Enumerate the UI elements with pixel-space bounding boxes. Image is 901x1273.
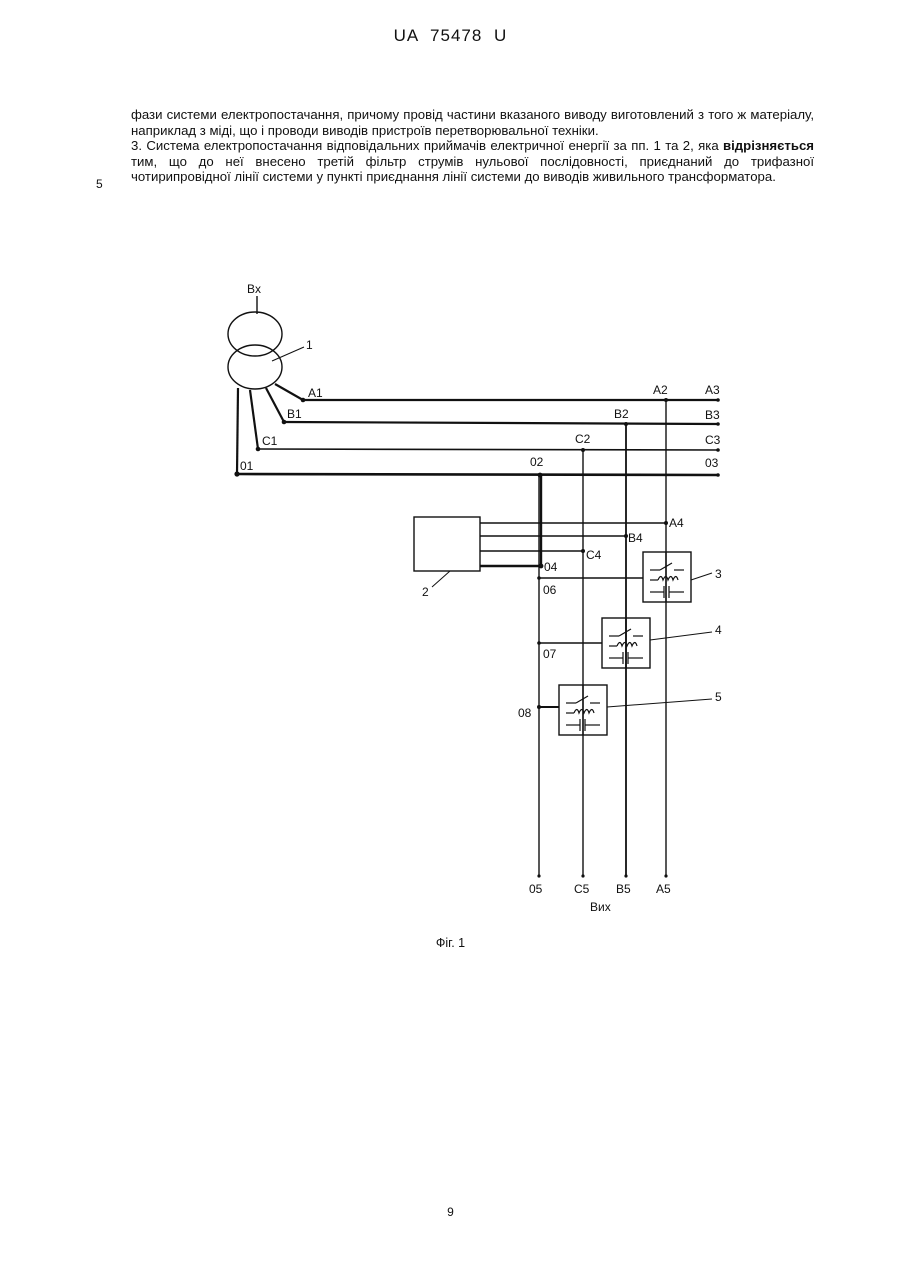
label-bx: Bx [247,282,261,296]
label-5: 5 [715,690,722,704]
label-b2: B2 [614,407,629,421]
label-04: 04 [544,560,558,574]
label-a4: A4 [669,516,684,530]
page-number: 9 [0,1205,901,1219]
label-01: 01 [240,459,254,473]
label-c2: C2 [575,432,591,446]
label-b3: B3 [705,408,720,422]
label-a1: A1 [308,386,323,400]
label-c5: C5 [574,882,590,896]
label-4: 4 [715,623,722,637]
filter-3-symbols [650,563,684,598]
label-08: 08 [518,706,532,720]
label-a2: A2 [653,383,668,397]
transformer-secondary-coil [228,345,282,389]
label-b5: B5 [616,882,631,896]
label-c3: C3 [705,433,721,447]
label-b1: B1 [287,407,302,421]
label-02: 02 [530,455,544,469]
label-2: 2 [422,585,429,599]
figure-caption: Фіг. 1 [0,936,901,950]
label-03: 03 [705,456,719,470]
label-3: 3 [715,567,722,581]
label-05: 05 [529,882,543,896]
label-07: 07 [543,647,557,661]
label-c4: C4 [586,548,602,562]
converter-block-2 [414,517,480,571]
label-b4: B4 [628,531,643,545]
label-1: 1 [306,338,313,352]
label-a3: A3 [705,383,720,397]
label-06: 06 [543,583,557,597]
label-a5: A5 [656,882,671,896]
label-c1: C1 [262,434,278,448]
label-vyh: Вих [590,900,611,914]
transformer-primary-coil [228,312,282,356]
